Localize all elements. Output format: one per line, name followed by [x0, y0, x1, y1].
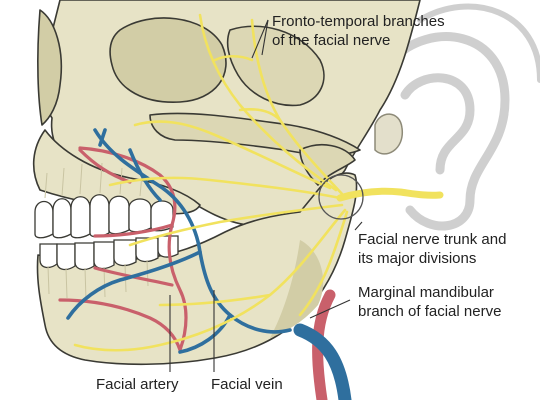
label-facial-artery: Facial artery [96, 376, 179, 393]
mandible [36, 172, 358, 366]
facial-nerve-branches [73, 13, 349, 352]
label-marginal-mandibular-branch: Marginal mandibular branch of facial ner… [358, 284, 502, 320]
eye-socket [109, 17, 227, 103]
label-fronto-temporal-branches: Fronto-temporal branches of the facial n… [272, 13, 445, 49]
label-facial-nerve-trunk: Facial nerve trunk and its major divisio… [358, 231, 507, 267]
temporal-fossa [226, 25, 325, 107]
jugular-vein [293, 323, 352, 400]
ear-cavity [374, 113, 403, 155]
leader-lines [169, 19, 363, 372]
facial-vein-vessels [66, 128, 292, 354]
nerve-trunk [336, 187, 444, 202]
upper-teeth [34, 194, 174, 239]
ear-outline [387, 3, 540, 231]
lower-teeth [39, 235, 179, 271]
tooth-roots [44, 162, 149, 301]
jaw-angle-shadow [270, 240, 324, 338]
nerve-trunk-marker [318, 174, 364, 220]
nasal-cavity [37, 9, 63, 126]
label-facial-vein: Facial vein [211, 376, 283, 393]
